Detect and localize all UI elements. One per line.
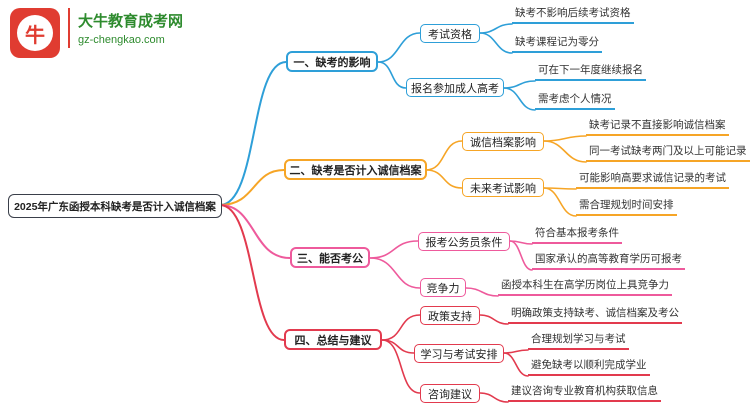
sub-node-1-2: 报名参加成人高考 — [406, 78, 504, 97]
sub-node-4-2: 学习与考试安排 — [414, 344, 504, 363]
bull-glyph: 牛 — [17, 15, 53, 51]
sub-node-3-1: 报考公务员条件 — [418, 232, 510, 251]
site-name: 大牛教育成考网 — [78, 13, 184, 30]
site-logo[interactable]: 牛 大牛教育成考网 gz-chengkao.com — [10, 8, 183, 58]
sub-node-2-2: 未来考试影响 — [462, 178, 544, 197]
bull-logo-icon: 牛 — [10, 8, 60, 58]
leaf-node: 需合理规划时间安排 — [576, 198, 677, 216]
leaf-node: 缺考不影响后续考试资格 — [512, 6, 634, 24]
sub-node-4-3: 咨询建议 — [420, 384, 480, 403]
leaf-node: 可在下一年度继续报名 — [535, 63, 646, 81]
leaf-node: 缺考记录不直接影响诚信档案 — [586, 118, 729, 136]
leaf-node: 避免缺考以顺利完成学业 — [528, 358, 650, 376]
leaf-node: 符合基本报考条件 — [532, 226, 622, 244]
leaf-node: 同一考试缺考两门及以上可能记录 — [586, 144, 750, 162]
leaf-node: 缺考课程记为零分 — [512, 35, 602, 53]
sub-node-4-1: 政策支持 — [420, 306, 480, 325]
sub-node-2-1: 诚信档案影响 — [462, 132, 544, 151]
branch-node-1: 一、缺考的影响 — [286, 51, 378, 72]
root-node: 2025年广东函授本科缺考是否计入诚信档案 — [8, 194, 222, 218]
leaf-node: 函授本科生在高学历岗位上具竞争力 — [498, 278, 672, 296]
site-url: gz-chengkao.com — [78, 34, 165, 46]
leaf-node: 国家承认的高等教育学历可报考 — [532, 252, 685, 270]
leaf-node: 明确政策支持缺考、诚信档案及考公 — [508, 306, 682, 324]
sub-node-3-2: 竞争力 — [420, 278, 466, 297]
leaf-node: 建议咨询专业教育机构获取信息 — [508, 384, 661, 402]
branch-node-4: 四、总结与建议 — [284, 329, 382, 350]
branch-node-2: 二、缺考是否计入诚信档案 — [284, 159, 427, 180]
leaf-node: 需考虑个人情况 — [535, 92, 615, 110]
sub-node-1-1: 考试资格 — [420, 24, 480, 43]
leaf-node: 可能影响高要求诚信记录的考试 — [576, 171, 729, 189]
site-branding: 大牛教育成考网 gz-chengkao.com — [68, 8, 183, 48]
branch-node-3: 三、能否考公 — [290, 247, 370, 268]
leaf-node: 合理规划学习与考试 — [528, 332, 629, 350]
